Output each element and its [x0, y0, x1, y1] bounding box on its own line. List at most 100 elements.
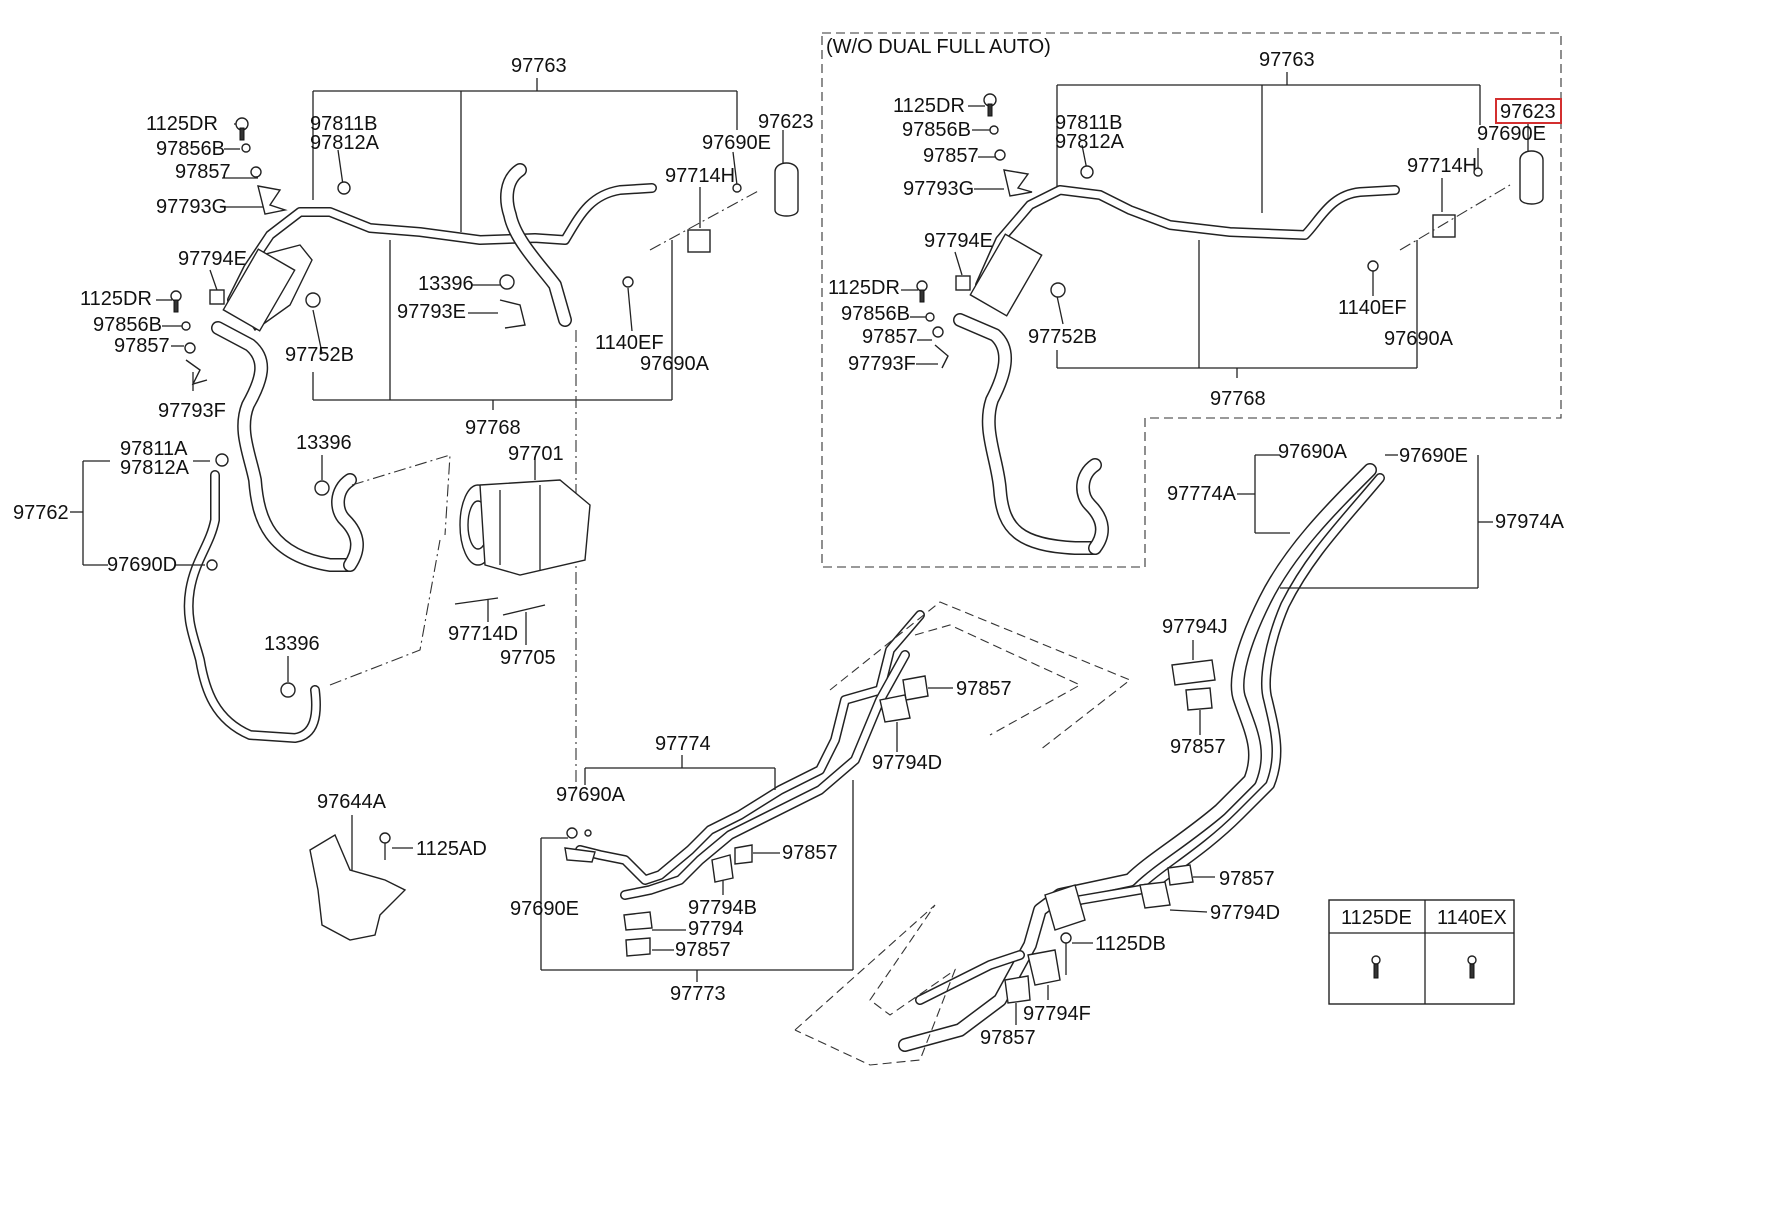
label-97752b: 97752B: [285, 344, 354, 366]
label-97857-2: 97857: [114, 335, 170, 357]
label-1140ef: 1140EF: [595, 332, 664, 354]
compressor-97701: [454, 460, 591, 645]
left-brackets-small: [170, 117, 799, 698]
label-97857-7: 97857: [675, 939, 731, 961]
variant-region-border: [821, 32, 1562, 568]
label-97623-highlighted: 97623: [1500, 101, 1556, 123]
clips-97794f: [1004, 932, 1093, 1025]
label-97856b-4: 97856B: [841, 303, 910, 325]
fastener-table: [1328, 899, 1515, 1005]
label-97794j: 97794J: [1162, 616, 1228, 638]
label-97763: 97763: [511, 55, 567, 77]
label-97793g: 97793G: [156, 196, 227, 218]
table-header-1125de: 1125DE: [1341, 907, 1412, 929]
label-97857: 97857: [175, 161, 231, 183]
left-suction-pipe: [211, 163, 572, 572]
label-1140ef-2: 1140EF: [1338, 297, 1407, 319]
label-97623: 97623: [758, 111, 814, 133]
label-97690a-3: 97690A: [1278, 441, 1348, 463]
table-header-1140ex: 1140EX: [1437, 907, 1507, 929]
long-pipe-97774: [575, 610, 925, 900]
label-97644a: 97644A: [317, 791, 387, 813]
label-97690a-4: 97690A: [556, 784, 626, 806]
right-liquid-pipe: [975, 185, 1400, 290]
label-97690e-3: 97690E: [1399, 445, 1468, 467]
left-upper-brackets: [156, 78, 784, 410]
label-97857-6: 97857: [782, 842, 838, 864]
label-97794e-2: 97794E: [924, 230, 993, 252]
label-97762: 97762: [13, 502, 69, 524]
left-liquid-pipe: [227, 183, 657, 305]
label-97768-2: 97768: [1210, 388, 1266, 410]
label-97856b: 97856B: [156, 138, 225, 160]
right-suction-pipe: [953, 313, 1109, 555]
label-97690d: 97690D: [107, 554, 177, 576]
bracket-97774: [540, 755, 854, 982]
dashed-region-low: [794, 904, 957, 1066]
connection-line-2: [351, 454, 451, 536]
label-97774a: 97774A: [1167, 483, 1237, 505]
right-receiver-drier: [916, 93, 1544, 369]
label-97714h: 97714H: [665, 165, 735, 187]
clips-97794d-2: [1139, 864, 1215, 913]
cover-97644a: [309, 815, 413, 941]
highlight-box-97623: [1495, 98, 1562, 124]
left-receiver-drier: [209, 244, 321, 332]
label-1125dr: 1125DR: [146, 113, 218, 135]
label-97856b-3: 97856B: [902, 119, 971, 141]
label-13396: 13396: [418, 273, 474, 295]
label-1125dr-2: 1125DR: [80, 288, 152, 310]
label-1125dr-4: 1125DR: [828, 277, 900, 299]
label-97794d: 97794D: [872, 752, 942, 774]
label-1125dr-3: 1125DR: [893, 95, 965, 117]
label-97857-5: 97857: [1170, 736, 1226, 758]
label-97857-4: 97857: [862, 326, 918, 348]
label-13396-2: 13396: [296, 432, 352, 454]
label-97794b: 97794B: [688, 897, 757, 919]
label-97794: 97794: [688, 918, 744, 940]
label-1125db: 1125DB: [1095, 933, 1166, 955]
label-97690e-2: 97690E: [1477, 123, 1546, 145]
label-97794f: 97794F: [1023, 1003, 1091, 1025]
connection-line-3: [329, 539, 441, 686]
label-97793f-2: 97793F: [848, 353, 916, 375]
label-97857-8: 97857: [956, 678, 1012, 700]
right-upper-brackets: [901, 72, 1529, 378]
label-97857-10: 97857: [980, 1027, 1036, 1049]
label-97812a: 97812A: [310, 132, 380, 154]
dashed-region-mid-2: [914, 624, 1082, 736]
label-13396-3: 13396: [264, 633, 320, 655]
label-97812a-2: 97812A: [120, 457, 190, 479]
long-pipe-97974a: [898, 463, 1385, 1052]
label-97752b-2: 97752B: [1028, 326, 1097, 348]
label-97793g-2: 97793G: [903, 178, 974, 200]
label-97812a-3: 97812A: [1055, 131, 1125, 153]
label-97705: 97705: [500, 647, 556, 669]
variant-note: (W/O DUAL FULL AUTO): [826, 36, 1051, 58]
label-97794d-2: 97794D: [1210, 902, 1280, 924]
label-97774: 97774: [655, 733, 711, 755]
label-97690a: 97690A: [640, 353, 710, 375]
bracket-97974a: [1237, 454, 1493, 589]
label-1125ad: 1125AD: [416, 838, 487, 860]
label-97857-9: 97857: [1219, 868, 1275, 890]
label-97714d: 97714D: [448, 623, 518, 645]
label-97763-2: 97763: [1259, 49, 1315, 71]
label-97794e: 97794E: [178, 248, 247, 270]
clips-97774: [564, 827, 753, 957]
dashed-region-mid: [829, 601, 1132, 751]
label-97811b-2: 97811B: [1055, 112, 1122, 134]
label-97773: 97773: [670, 983, 726, 1005]
bracket-97762: [70, 460, 210, 566]
label-97690e-4: 97690E: [510, 898, 579, 920]
label-97768: 97768: [465, 417, 521, 439]
label-97714h-2: 97714H: [1407, 155, 1477, 177]
label-97857-3: 97857: [923, 145, 979, 167]
label-97690e: 97690E: [702, 132, 771, 154]
label-97811b: 97811B: [310, 113, 377, 135]
label-97974a: 97974A: [1495, 511, 1565, 533]
label-97811a: 97811A: [120, 438, 188, 460]
clip-97794j: [1171, 640, 1216, 735]
connection-line-4: [649, 189, 761, 251]
